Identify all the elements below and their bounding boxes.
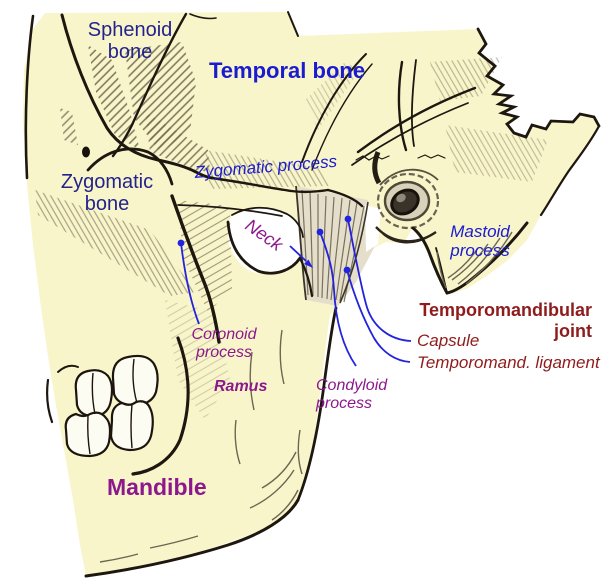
dot-coronoid xyxy=(177,239,185,247)
leader-line-capsule xyxy=(347,218,412,342)
label-coronoid-process: Coronoid process xyxy=(191,326,257,361)
dot-condyloid xyxy=(316,228,324,236)
label-temporomandibular-joint: Temporomandibular joint xyxy=(419,300,592,341)
leader-lines xyxy=(177,215,412,367)
ear-canal xyxy=(372,151,440,244)
bone-outlines xyxy=(24,11,601,578)
label-mastoid-process: Mastoid process xyxy=(450,222,510,261)
neck-arrowhead xyxy=(304,259,313,268)
neck-arrow xyxy=(289,245,307,262)
label-ramus: Ramus xyxy=(214,378,268,395)
joint-capsule-fan xyxy=(295,185,381,306)
label-capsule: Capsule xyxy=(417,331,480,350)
label-mandible: Mandible xyxy=(107,474,207,500)
leader-line-ligament xyxy=(346,269,411,363)
dot-ligament xyxy=(343,266,351,274)
label-condyloid-process: Condyloid process xyxy=(316,377,388,412)
label-sphenoid-bone: Sphenoid bone xyxy=(87,19,173,64)
leader-line-coronoid xyxy=(180,242,200,325)
label-temporomandibular-ligament: Temporomand. ligament xyxy=(417,353,600,372)
dot-capsule xyxy=(344,215,352,223)
teeth xyxy=(64,354,159,458)
label-temporal-bone: Temporal bone xyxy=(209,58,366,83)
leader-line-condyloid xyxy=(319,231,357,367)
bone-striations xyxy=(99,231,513,563)
label-zygomatic-bone: Zygomatic bone xyxy=(60,171,154,216)
